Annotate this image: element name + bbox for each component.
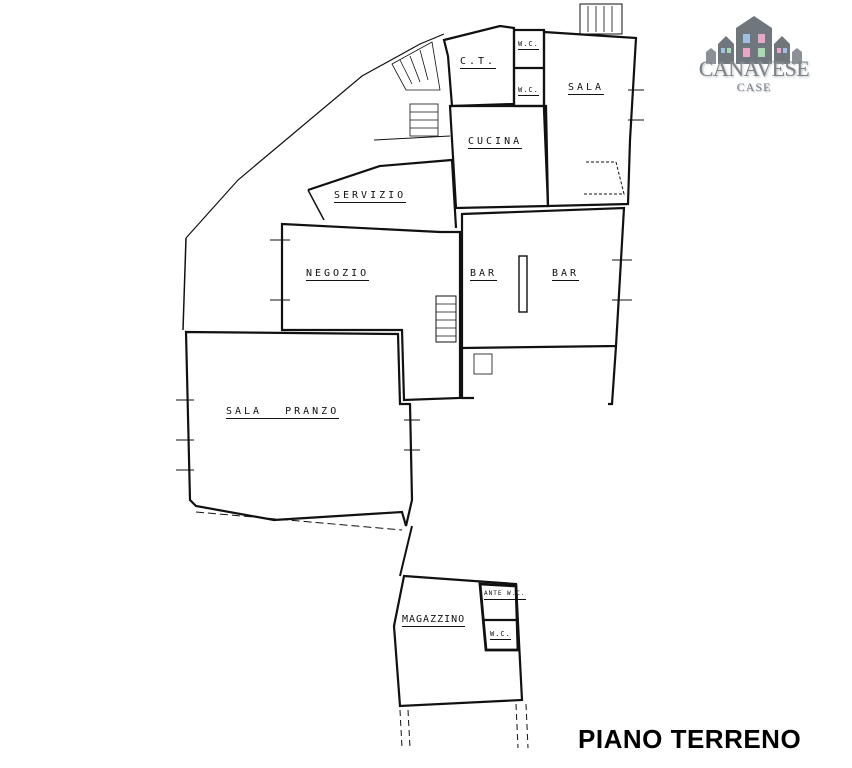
sala-pranzo-walls — [184, 330, 414, 527]
magazzino-walls — [392, 574, 524, 708]
room-label-ante-wc: ANTE W.C. — [484, 590, 526, 600]
top-stair — [579, 3, 623, 35]
servizio-walls — [307, 158, 458, 229]
cucina-walls — [448, 104, 550, 210]
sala-walls — [542, 30, 638, 208]
logo-sub: CASE — [736, 80, 772, 94]
room-label-negozio: NEGOZIO — [306, 268, 370, 281]
room-label-wc-1: W.C. — [518, 40, 539, 50]
room-label-ct: C.T. — [460, 56, 497, 69]
company-logo: CANAVESE CASE — [692, 14, 816, 98]
bar-stair — [435, 295, 457, 343]
room-label-wc-2: W.C. — [518, 86, 539, 96]
room-label-sala: SALA — [568, 82, 605, 95]
floor-title: PIANO TERRENO — [578, 724, 802, 754]
outer-arc-wall — [185, 33, 445, 239]
room-label-wc-3: W.C. — [490, 630, 511, 640]
room-label-bar-2: BAR — [552, 268, 580, 281]
logo-name: CANAVESE — [698, 56, 810, 81]
ante-wc-walls — [478, 582, 520, 652]
room-label-bar-1: BAR — [470, 268, 498, 281]
room-label-servizio: SERVIZIO — [334, 190, 407, 203]
houses-icon — [706, 16, 802, 64]
room-label-sala-pranzo: SALA PRANZO — [226, 406, 340, 419]
negozio-walls — [280, 222, 462, 402]
room-label-magazzino: MAGAZZINO — [402, 614, 466, 627]
bar-column — [518, 255, 528, 313]
outer-left-wall — [182, 237, 187, 331]
room-label-cucina: CUCINA — [468, 136, 523, 149]
